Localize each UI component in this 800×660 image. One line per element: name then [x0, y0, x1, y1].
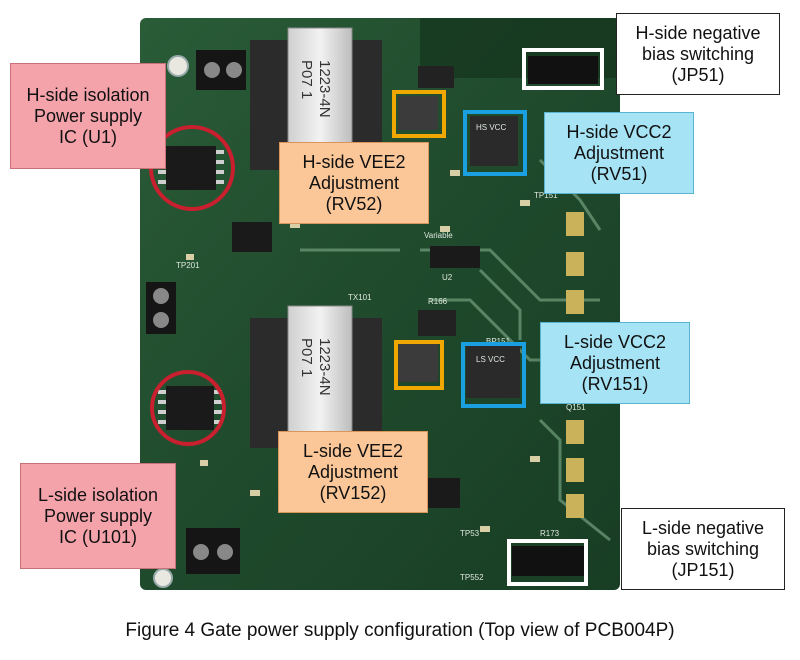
label-tp552: TP552 — [460, 573, 484, 582]
svg-text:P07 1: P07 1 — [298, 338, 315, 377]
callout-h-side-vee2: H-side VEE2 Adjustment (RV52) — [279, 142, 429, 224]
label-r166: R166 — [428, 297, 448, 306]
label-u2: U2 — [442, 273, 453, 282]
ic-chip — [430, 246, 480, 268]
label-tp151: TP151 — [534, 191, 558, 200]
jumper-jp51 — [528, 56, 598, 84]
ic-u1 — [158, 146, 224, 190]
label-tp53: TP53 — [460, 529, 480, 538]
label-hs-vcc: HS VCC — [476, 123, 506, 132]
terminal-block — [146, 282, 176, 334]
mounting-hole — [167, 55, 189, 77]
rv152-highlight-box — [394, 340, 444, 390]
label-tx101: TX101 — [348, 293, 372, 302]
component — [418, 310, 456, 336]
rv151-highlight-box — [461, 342, 526, 408]
jp51-highlight-box — [522, 48, 604, 90]
label-r173: R173 — [540, 529, 560, 538]
pcb-photo: 1223-4N P07 1 1223-4N P07 1 — [140, 18, 620, 590]
svg-text:1223-4N: 1223-4N — [316, 60, 333, 118]
test-pads — [566, 212, 584, 518]
ic-u101 — [158, 386, 222, 430]
mounting-hole — [153, 568, 173, 588]
terminal-block — [196, 50, 246, 90]
jp151-highlight-box — [507, 539, 588, 586]
svg-text:P07 1: P07 1 — [298, 60, 315, 99]
component — [418, 66, 454, 88]
label-ls-vcc: LS VCC — [476, 355, 505, 364]
callout-l-side-negative-bias: L-side negative bias switching (JP151) — [621, 508, 785, 590]
label-q151: Q151 — [566, 403, 586, 412]
rv51-highlight-box — [463, 110, 527, 176]
trimmer-rv51 — [470, 116, 518, 166]
callout-l-side-vee2: L-side VEE2 Adjustment (RV152) — [278, 431, 428, 513]
callout-h-side-negative-bias: H-side negative bias switching (JP51) — [616, 13, 780, 95]
trimmer-rv151 — [466, 346, 520, 398]
ic-chip — [232, 222, 272, 252]
u101-highlight-circle — [150, 370, 226, 446]
svg-text:1223-4N: 1223-4N — [316, 338, 333, 396]
callout-l-side-vcc2: L-side VCC2 Adjustment (RV151) — [540, 322, 690, 404]
terminal-block — [186, 528, 240, 574]
label-variable: Variable — [424, 231, 453, 240]
trimmer-rv152 — [398, 344, 438, 382]
jumper-jp151 — [512, 546, 584, 576]
rv52-highlight-box — [392, 90, 446, 138]
callout-h-side-vcc2: H-side VCC2 Adjustment (RV51) — [544, 112, 694, 194]
trimmer-rv52 — [398, 96, 438, 130]
callout-h-side-isolation-ic: H-side isolation Power supply IC (U1) — [10, 63, 166, 169]
figure-caption: Figure 4 Gate power supply configuration… — [125, 620, 675, 641]
callout-l-side-isolation-ic: L-side isolation Power supply IC (U101) — [20, 463, 176, 569]
label-tp201: TP201 — [176, 261, 200, 270]
label-bp151: BP151 — [486, 337, 511, 346]
